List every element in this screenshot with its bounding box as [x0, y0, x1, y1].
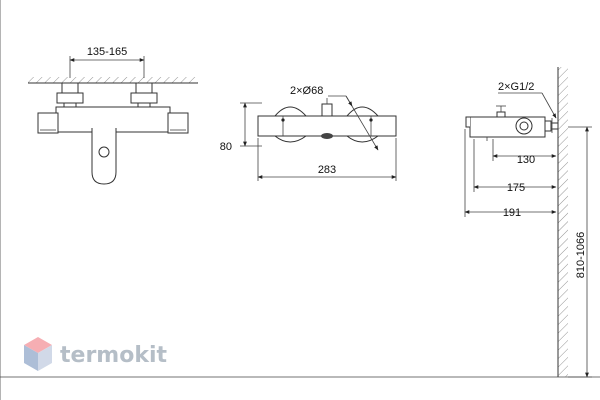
- dim-130-label: 130: [517, 154, 535, 166]
- dimension-130: 130: [492, 139, 557, 166]
- dim-mount-height-label: 810-1066: [575, 232, 587, 279]
- dim-191-label: 191: [503, 207, 521, 219]
- watermark-brand: termokit: [60, 343, 167, 368]
- dim-total-width-label: 283: [318, 164, 336, 176]
- dim-175-label: 175: [507, 182, 525, 194]
- dimension-height: 80: [220, 102, 262, 153]
- right-connection-nut: [130, 82, 158, 110]
- termokit-watermark: termokit: [24, 337, 167, 371]
- side-wall: [557, 67, 568, 377]
- wall-hatching: [28, 77, 198, 84]
- top-view: 2×Ø68 80 283: [220, 85, 397, 181]
- dim-connection-spacing-label: 135-165: [87, 46, 127, 58]
- side-view: 2×G1/2 130 175 191 810-1066: [464, 67, 592, 378]
- mixer-body-side: [465, 105, 559, 141]
- dimension-175: 175: [473, 139, 557, 194]
- dimension-total-width: 283: [257, 138, 397, 181]
- dim-height-label: 80: [220, 141, 232, 153]
- dimension-thread: 2×G1/2: [498, 81, 557, 119]
- dimension-handle-diameter: 2×Ø68: [290, 85, 379, 151]
- dimension-connection-spacing: 135-165: [69, 46, 145, 78]
- dimension-191: 191: [464, 129, 557, 219]
- dim-handle-diameter-label: 2×Ø68: [290, 85, 323, 97]
- dim-thread-label: 2×G1/2: [498, 81, 534, 93]
- termokit-logo-icon: [24, 337, 52, 371]
- front-view: 135-165: [28, 46, 198, 185]
- left-connection-nut: [56, 82, 84, 110]
- spout-front: [91, 128, 117, 185]
- dimension-mount-height: 810-1066: [568, 126, 592, 378]
- handles-top: [274, 106, 379, 143]
- diverter-knob-top: [321, 98, 333, 139]
